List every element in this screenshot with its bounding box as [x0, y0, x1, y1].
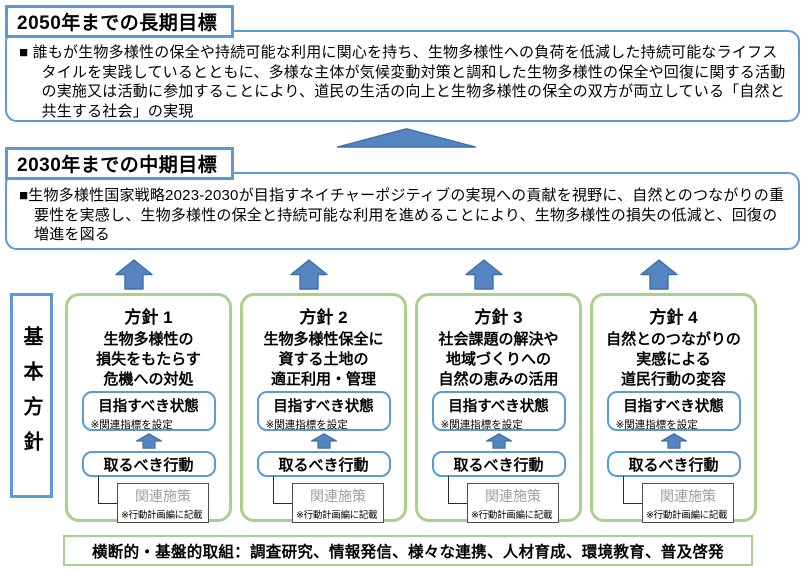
long-term-goal-title: 2050年までの長期目標	[5, 5, 234, 38]
target-state-note: ※関連指標を設定	[440, 418, 523, 431]
long-term-goal-body: ■ 誰もが生物多様性の保全や持続可能な利用に関心を持ち、生物多様性への負荷を低減…	[5, 30, 800, 122]
action-box: 取るべき行動	[606, 451, 741, 477]
up-arrow-icon	[310, 433, 337, 449]
related-measures-box: 関連施策 ※行動計画編に記載	[292, 483, 384, 523]
target-state-note: ※関連指標を設定	[265, 418, 348, 431]
related-measures-box: 関連施策 ※行動計画編に記載	[467, 483, 559, 523]
up-arrow-icon	[465, 259, 503, 290]
policy-subtitle: 生物多様性の 損失をもたらす 危機への対処	[96, 331, 201, 388]
related-measures-note: ※行動計画編に記載	[296, 510, 378, 521]
target-state-label: 目指すべき状態	[98, 399, 199, 415]
basic-policy-label: 基本方針	[20, 325, 42, 466]
action-box: 取るべき行動	[256, 451, 391, 477]
related-measures-box: 関連施策 ※行動計画編に記載	[117, 483, 209, 523]
target-state-note: ※関連指標を設定	[615, 418, 698, 431]
policy-column-3: 方針 3 社会課題の解決や 地域づくりへの 自然の恵みの活用 目指すべき状態 ※…	[415, 293, 582, 523]
cross-cutting-initiatives-bar: 横断的・基盤的取組：調査研究、情報発信、様々な連携、人材育成、環境教育、普及啓発	[63, 535, 753, 566]
basic-policy-label-box: 基本方針	[10, 293, 53, 498]
related-measures-note: ※行動計画編に記載	[646, 510, 728, 521]
related-measures-label: 関連施策	[485, 488, 541, 504]
up-arrow-icon	[485, 433, 512, 449]
target-state-label: 目指すべき状態	[273, 399, 374, 415]
mid-term-goal-title: 2030年までの中期目標	[5, 147, 234, 180]
policy-column-2: 方針 2 生物多様性保全に 資する土地の 適正利用・管理 目指すべき状態 ※関連…	[240, 293, 407, 523]
related-measures-label: 関連施策	[660, 488, 716, 504]
elbow-connector	[448, 476, 469, 504]
policy-title: 方針 4	[649, 308, 698, 327]
policy-column-4: 方針 4 自然とのつながりの 実感による 道民行動の変容 目指すべき状態 ※関連…	[590, 293, 757, 523]
policy-title: 方針 1	[124, 308, 173, 327]
elbow-connector	[273, 476, 294, 504]
mid-term-goal-body: ■生物多様性国家戦略2023-2030が目指すネイチャーポジティブの実現への貢献…	[5, 172, 800, 250]
policy-subtitle: 自然とのつながりの 実感による 道民行動の変容	[606, 331, 741, 388]
policy-title: 方針 2	[299, 308, 348, 327]
related-measures-box: 関連施策 ※行動計画編に記載	[642, 483, 734, 523]
target-state-label: 目指すべき状態	[448, 399, 549, 415]
target-state-label: 目指すべき状態	[623, 399, 724, 415]
target-state-box: 目指すべき状態 ※関連指標を設定	[81, 391, 216, 431]
up-arrow-icon	[290, 259, 328, 290]
action-box: 取るべき行動	[81, 451, 216, 477]
policy-column-1: 方針 1 生物多様性の 損失をもたらす 危機への対処 目指すべき状態 ※関連指標…	[65, 293, 232, 523]
related-measures-note: ※行動計画編に記載	[121, 510, 203, 521]
up-arrow-icon	[115, 259, 153, 290]
related-measures-label: 関連施策	[310, 488, 366, 504]
related-measures-note: ※行動計画編に記載	[471, 510, 553, 521]
action-box: 取るべき行動	[431, 451, 566, 477]
target-state-box: 目指すべき状態 ※関連指標を設定	[606, 391, 741, 431]
policy-title: 方針 3	[474, 308, 523, 327]
triangle-up-arrow-icon	[336, 128, 477, 148]
elbow-connector	[98, 476, 119, 504]
target-state-box: 目指すべき状態 ※関連指標を設定	[256, 391, 391, 431]
related-measures-label: 関連施策	[135, 488, 191, 504]
target-state-note: ※関連指標を設定	[90, 418, 173, 431]
up-arrow-icon	[135, 433, 162, 449]
up-arrow-icon	[640, 259, 678, 290]
policy-subtitle: 生物多様性保全に 資する土地の 適正利用・管理	[263, 331, 384, 388]
policy-subtitle: 社会課題の解決や 地域づくりへの 自然の恵みの活用	[438, 331, 559, 388]
up-arrow-icon	[660, 433, 687, 449]
elbow-connector	[623, 476, 644, 504]
target-state-box: 目指すべき状態 ※関連指標を設定	[431, 391, 566, 431]
